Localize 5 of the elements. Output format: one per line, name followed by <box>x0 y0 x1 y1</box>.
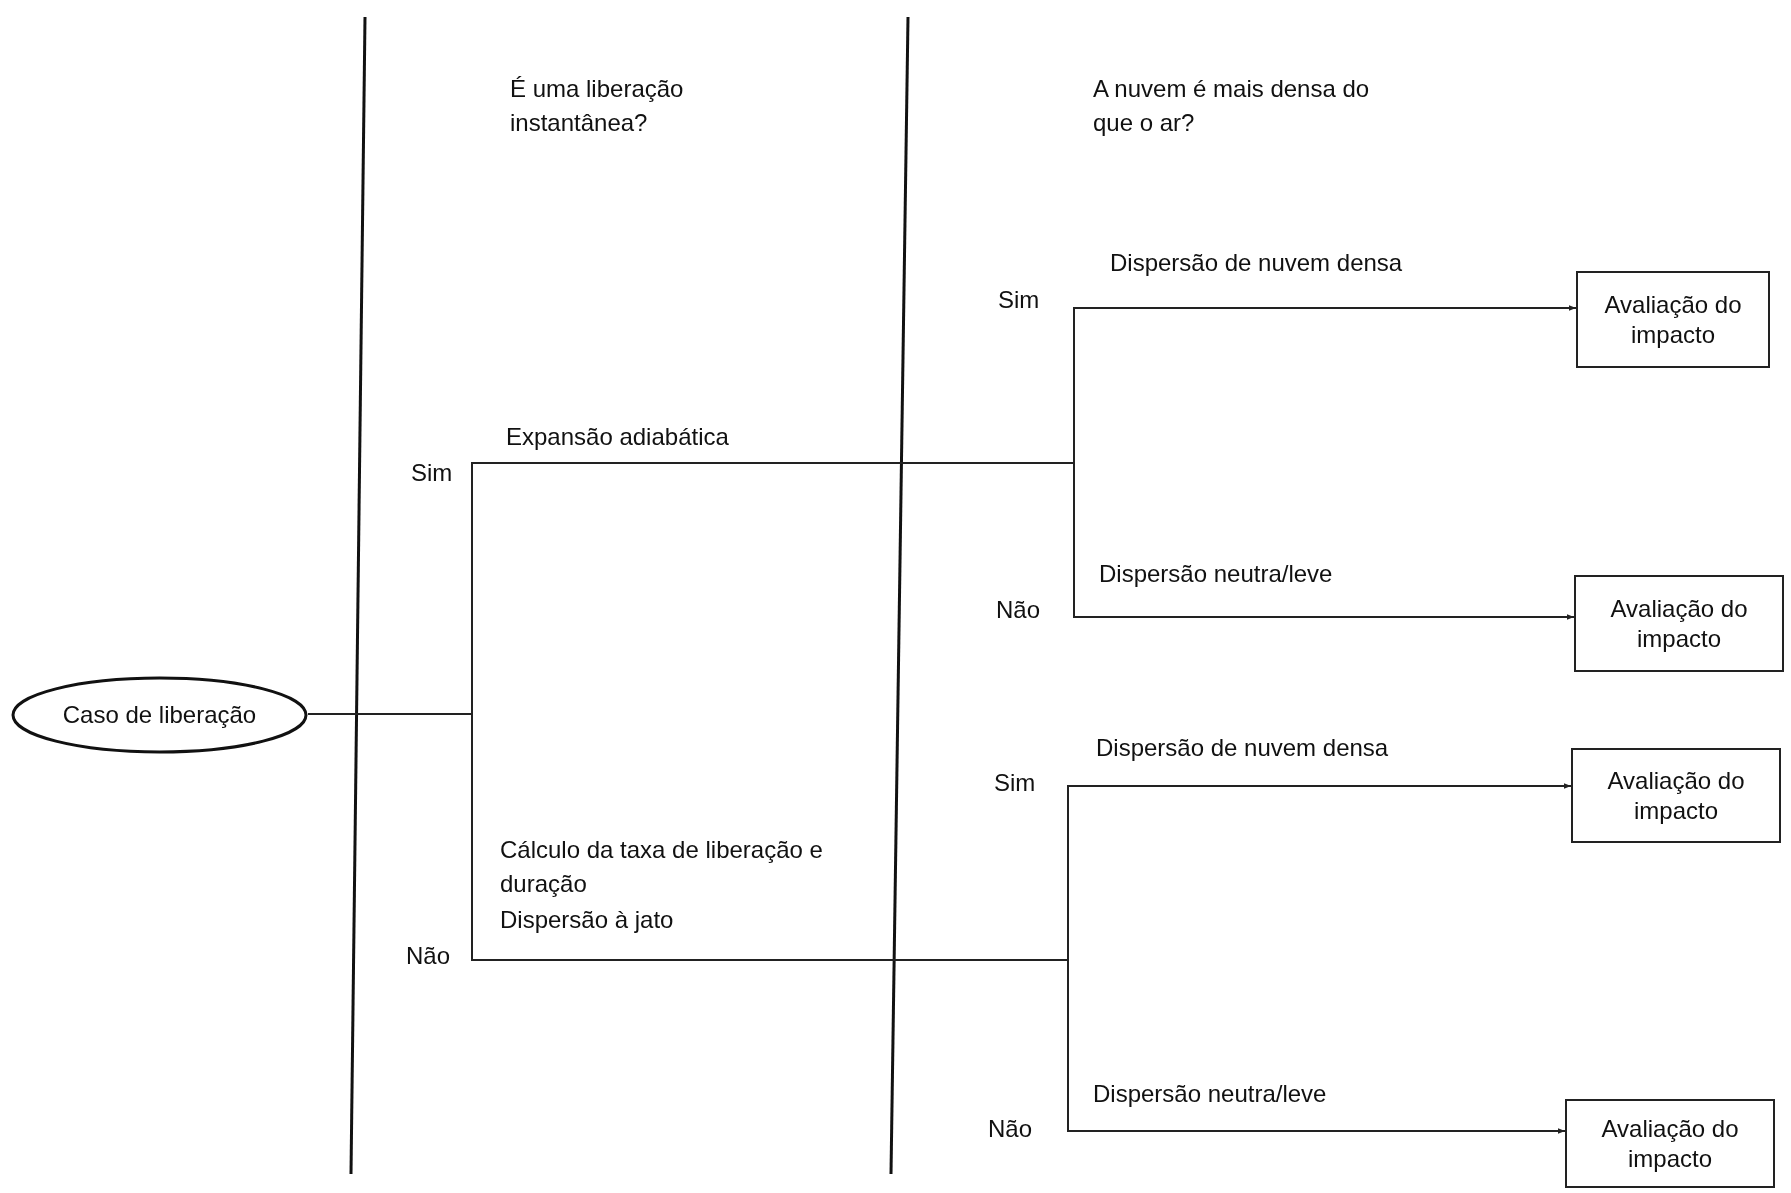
process-box: Avaliação do impacto <box>1574 575 1784 672</box>
process-box: Avaliação do impacto <box>1576 271 1770 368</box>
start-ellipse: Caso de liberação <box>11 676 308 754</box>
process-box: Avaliação do impacto <box>1571 748 1781 843</box>
process-box: Avaliação do impacto <box>1565 1099 1775 1188</box>
